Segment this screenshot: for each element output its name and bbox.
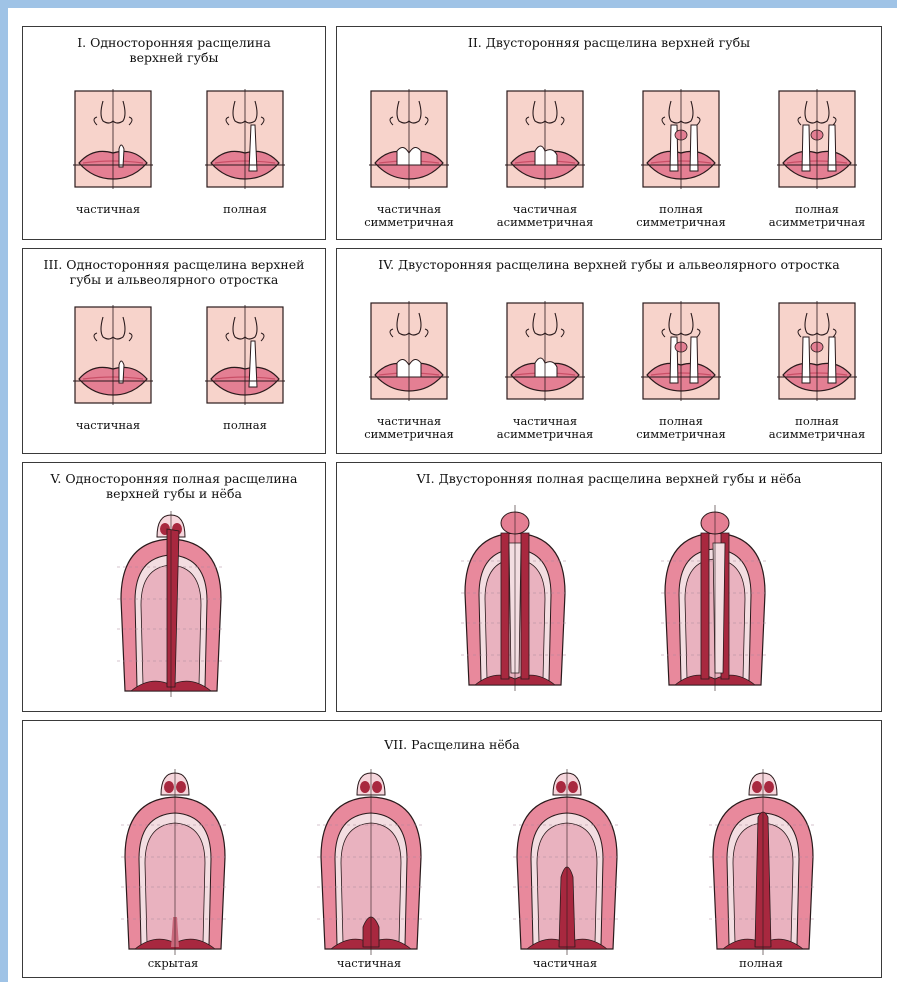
caption: частичная — [53, 203, 163, 216]
palate-diagram-partial-soft — [311, 767, 431, 957]
panel-title: I. Односторонняя расщелина верхней губы — [23, 35, 325, 65]
panel-unilateral-lip-alveolar: III. Односторонняя расщелина верхней губ… — [22, 248, 326, 454]
caption-line: симметричная — [626, 216, 736, 229]
panel-title: II. Двусторонняя расщелина верхней губы — [337, 35, 881, 50]
caption: частичная симметричная — [354, 203, 464, 229]
caption: полная симметричная — [626, 415, 736, 441]
lip-diagram-unilateral-complete — [205, 305, 285, 405]
caption-line: асимметричная — [490, 428, 600, 441]
panel-title: VII. Расщелина нёба — [23, 737, 881, 752]
caption: полная — [190, 203, 300, 216]
palate-diagram-complete — [703, 767, 823, 957]
lip-diagram-bilateral-partial-symmetric — [369, 89, 449, 189]
panel-title-line: II. Двусторонняя расщелина верхней губы — [337, 35, 881, 50]
caption: полная — [190, 419, 300, 432]
caption-line: симметричная — [354, 428, 464, 441]
panel-title-line: VII. Расщелина нёба — [23, 737, 881, 752]
caption-line: асимметричная — [490, 216, 600, 229]
panel-title: VI. Двусторонняя полная расщелина верхне… — [337, 471, 881, 486]
panel-title: III. Односторонняя расщелина верхней губ… — [23, 257, 325, 287]
caption-line: частичная — [510, 957, 620, 970]
panel-title-line: III. Односторонняя расщелина верхней — [23, 257, 325, 272]
lip-diagram-bilateral-partial-asymmetric — [505, 89, 585, 189]
lip-diagram-unilateral-partial — [73, 305, 153, 405]
caption: частичная асимметричная — [490, 203, 600, 229]
panel-title-line: V. Односторонняя полная расщелина — [23, 471, 325, 486]
caption: полная симметричная — [626, 203, 736, 229]
caption-line: частичная — [53, 419, 163, 432]
panel-cleft-palate: VII. Расщелина нёба скрытая частичная ча… — [22, 720, 882, 978]
palate-diagram-bilateral-complete-symmetric — [455, 503, 575, 693]
panel-title: V. Односторонняя полная расщелина верхне… — [23, 471, 325, 501]
caption: полная асимметричная — [762, 203, 872, 229]
lip-diagram-unilateral-partial — [73, 89, 153, 189]
caption: частичная — [314, 957, 424, 970]
lip-diagram-bilateral-complete-symmetric — [641, 301, 721, 401]
panel-title: IV. Двусторонняя расщелина верхней губы … — [337, 257, 881, 272]
lip-diagram-bilateral-complete-symmetric — [641, 89, 721, 189]
caption-line: симметричная — [626, 428, 736, 441]
caption-line: полная — [706, 957, 816, 970]
panel-title-line: VI. Двусторонняя полная расщелина верхне… — [337, 471, 881, 486]
palate-diagram-submucous — [115, 767, 235, 957]
lip-diagram-bilateral-complete-asymmetric — [777, 301, 857, 401]
lip-diagram-bilateral-partial-asymmetric — [505, 301, 585, 401]
panel-unilateral-lip: I. Односторонняя расщелина верхней губы … — [22, 26, 326, 240]
caption-line: асимметричная — [762, 216, 872, 229]
panel-title-line: губы и альвеолярного отростка — [23, 272, 325, 287]
caption: частичная асимметричная — [490, 415, 600, 441]
panel-bilateral-lip: II. Двусторонняя расщелина верхней губы … — [336, 26, 882, 240]
caption: частичная симметричная — [354, 415, 464, 441]
panel-unilateral-lip-palate: V. Односторонняя полная расщелина верхне… — [22, 462, 326, 712]
lip-diagram-bilateral-partial-symmetric — [369, 301, 449, 401]
caption: полная — [706, 957, 816, 970]
caption: частичная — [53, 419, 163, 432]
caption-line: асимметричная — [762, 428, 872, 441]
caption-line: скрытая — [118, 957, 228, 970]
caption-line: симметричная — [354, 216, 464, 229]
lip-diagram-unilateral-complete — [205, 89, 285, 189]
palate-diagram-bilateral-complete-asymmetric — [655, 503, 775, 693]
palate-diagram-partial-hard — [507, 767, 627, 957]
panel-title-line: верхней губы и нёба — [23, 486, 325, 501]
caption: частичная — [510, 957, 620, 970]
panel-title-line: IV. Двусторонняя расщелина верхней губы … — [337, 257, 881, 272]
caption-line: частичная — [53, 203, 163, 216]
diagram-sheet: I. Односторонняя расщелина верхней губы … — [8, 8, 897, 982]
caption-line: полная — [190, 419, 300, 432]
panel-title-line: I. Односторонняя расщелина — [23, 35, 325, 50]
panel-bilateral-lip-alveolar: IV. Двусторонняя расщелина верхней губы … — [336, 248, 882, 454]
caption-line: частичная — [314, 957, 424, 970]
palate-diagram-unilateral-complete — [111, 509, 231, 699]
panel-bilateral-lip-palate: VI. Двусторонняя полная расщелина верхне… — [336, 462, 882, 712]
panel-title-line: верхней губы — [23, 50, 325, 65]
caption: полная асимметричная — [762, 415, 872, 441]
lip-diagram-bilateral-complete-asymmetric — [777, 89, 857, 189]
caption-line: полная — [190, 203, 300, 216]
caption: скрытая — [118, 957, 228, 970]
